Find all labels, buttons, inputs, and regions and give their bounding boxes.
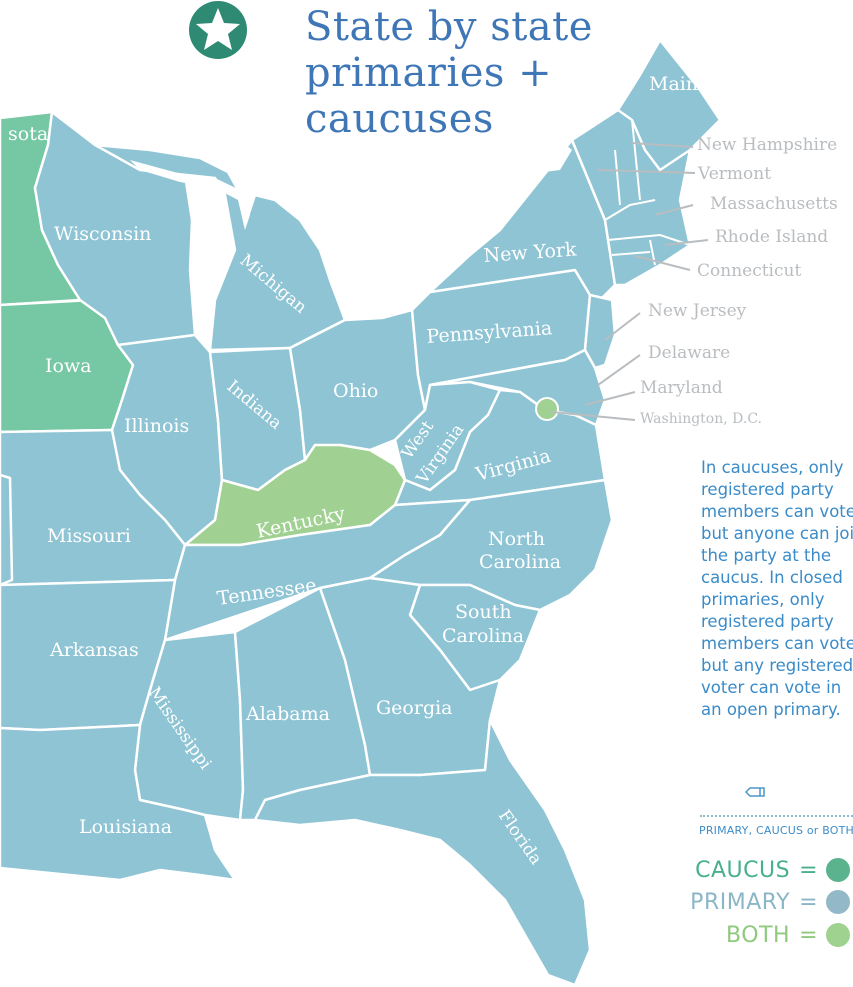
label-alabama: Alabama bbox=[245, 703, 330, 725]
legend-primary: PRIMARY = bbox=[690, 887, 853, 917]
state-maine[interactable] bbox=[616, 38, 722, 172]
star-badge-icon bbox=[189, 1, 247, 59]
primary-swatch bbox=[826, 890, 850, 914]
legend-caucus: CAUCUS = bbox=[695, 855, 853, 885]
label-minnesota: sota bbox=[8, 123, 48, 145]
pencil-icon bbox=[744, 787, 765, 797]
legend-divider bbox=[700, 815, 853, 817]
caucus-swatch bbox=[826, 858, 850, 882]
label-wisconsin: Wisconsin bbox=[54, 223, 151, 245]
callout-new-hampshire: New Hampshire bbox=[697, 135, 837, 155]
callout-rhode-island: Rhode Island bbox=[715, 227, 828, 247]
callout-washington-dc: Washington, D.C. bbox=[640, 411, 762, 427]
callout-delaware: Delaware bbox=[648, 343, 730, 363]
title-line-3: caucuses bbox=[305, 96, 494, 142]
title-line-1: State by state bbox=[305, 4, 593, 50]
label-missouri: Missouri bbox=[47, 525, 131, 547]
label-north-carolina-2: Carolina bbox=[479, 551, 561, 573]
label-louisiana: Louisiana bbox=[79, 816, 172, 838]
label-ohio: Ohio bbox=[333, 380, 378, 402]
state-western-edge[interactable] bbox=[0, 473, 14, 587]
both-swatch bbox=[826, 923, 850, 947]
callout-massachusetts: Massachusetts bbox=[710, 194, 838, 214]
state-florida[interactable] bbox=[253, 718, 592, 987]
label-georgia: Georgia bbox=[376, 697, 453, 719]
callout-vermont: Vermont bbox=[697, 164, 771, 184]
callout-connecticut: Connecticut bbox=[697, 261, 801, 281]
legend-both: BOTH = bbox=[726, 920, 853, 950]
label-arkansas: Arkansas bbox=[49, 639, 139, 661]
label-south-carolina-2: Carolina bbox=[442, 625, 524, 647]
label-iowa: Iowa bbox=[45, 355, 92, 377]
title-line-2: primaries + bbox=[305, 50, 553, 96]
state-louisiana[interactable] bbox=[0, 723, 237, 882]
label-illinois: Illinois bbox=[124, 415, 189, 437]
label-north-carolina-1: North bbox=[488, 528, 545, 550]
dc-marker[interactable] bbox=[535, 397, 559, 421]
legend-heading: PRIMARY, CAUCUS or BOTH bbox=[699, 824, 853, 837]
label-south-carolina-1: South bbox=[455, 601, 512, 623]
callout-new-jersey: New Jersey bbox=[648, 301, 747, 321]
state-georgia[interactable] bbox=[318, 576, 502, 777]
label-maine: Maine bbox=[649, 73, 709, 95]
explanation-text: In caucuses, only registered party membe… bbox=[701, 458, 853, 719]
callout-maryland: Maryland bbox=[640, 378, 723, 398]
page-title: State by state primaries + caucuses bbox=[305, 4, 635, 142]
